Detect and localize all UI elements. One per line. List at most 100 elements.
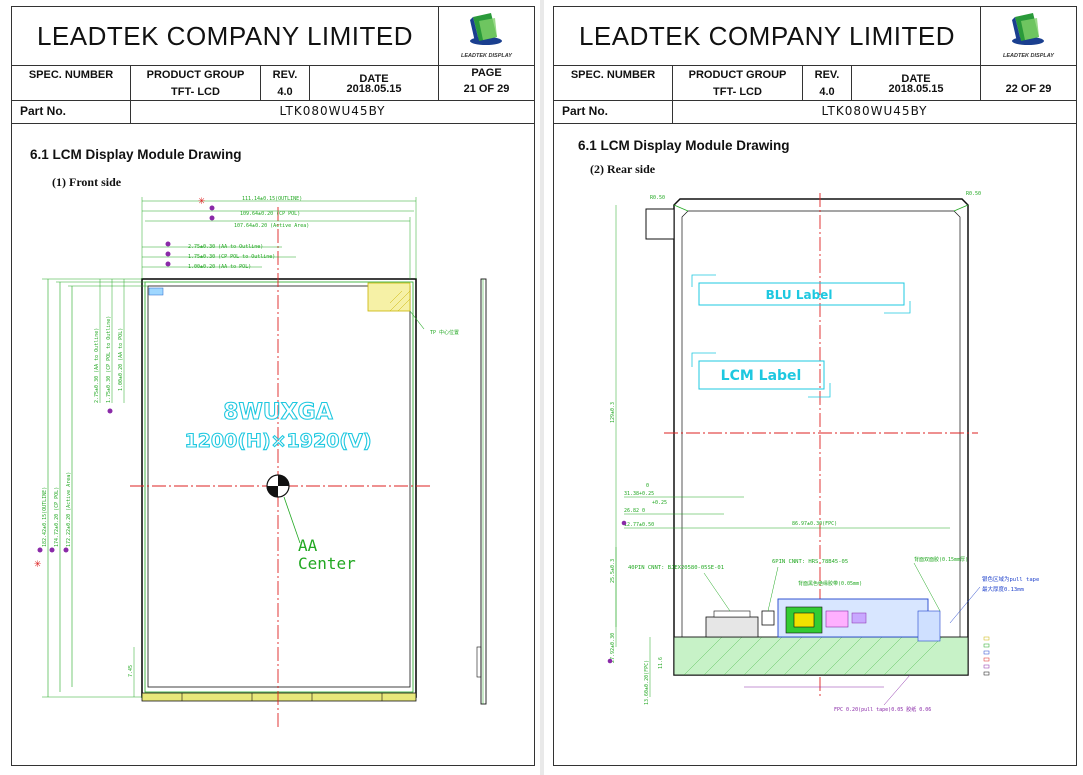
part-no-divider: [672, 101, 673, 123]
dim-v-aa-outline: 2.75±0.30 (AA to Outline): [94, 328, 100, 403]
rev-label: REV.: [814, 69, 840, 81]
page-cell: 22 OF 29: [981, 66, 1076, 100]
dim-cp-pol-height: 174.72±0.20 (CP POL): [54, 487, 60, 547]
dim-v-13-60: 13.60±0.20(FPC): [644, 660, 650, 705]
spec-page-22: LEADTEK COMPANY LIMITED LEADTEK DISPLAY …: [553, 6, 1077, 766]
lcm-label-box: [698, 360, 825, 390]
date-cell: DATE 2018.05.15: [310, 66, 439, 100]
dim-bottom: 7.45: [128, 665, 134, 677]
corner-block: [645, 208, 675, 240]
part-number-row: Part No. LTK080WU45BY: [554, 101, 1076, 124]
rev-cell: REV. 4.0: [261, 66, 310, 100]
dim-cp-pol-width: 109.64±0.20 (CP POL): [240, 211, 300, 217]
dim-12-77: 12.77±0.50: [624, 522, 654, 528]
note-max-thickness: 最大厚度0.13mm: [982, 585, 1025, 593]
dim-v-27-92: 27.92±0.30: [610, 633, 616, 663]
lcm-label-text: LCM Label: [721, 368, 802, 384]
cp-pol-outline: [144, 281, 414, 693]
dim-cp-outline: 1.75±0.30 (CP POL to Outline): [188, 254, 275, 260]
date-label: DATE: [901, 73, 931, 85]
dim-v-11-6: 11.6: [658, 657, 664, 669]
company-name: LEADTEK COMPANY LIMITED: [12, 7, 439, 66]
section-title: 6.1 LCM Display Module Drawing: [30, 147, 242, 162]
corner-radius-right: R0.50: [966, 191, 981, 197]
page-header: LEADTEK COMPANY LIMITED LEADTEK DISPLAY …: [12, 7, 534, 125]
logo-caption: LEADTEK DISPLAY: [1003, 53, 1054, 59]
leadtek-logo-icon: [1012, 13, 1044, 45]
dim-outline-height: 182.42±0.15(OUTLINE): [42, 487, 48, 547]
connector-6pin-label: 6PIN CNNT: HRS 78B45-05: [772, 559, 848, 565]
dim-active-width: 107.64±0.20 (Active Area): [234, 223, 309, 229]
spec-number-label: SPEC. NUMBER: [28, 69, 114, 81]
rev-label: REV.: [272, 69, 298, 81]
dim-v-main: 129±0.3: [610, 402, 616, 423]
product-group-cell: PRODUCT GROUP TFT- LCD: [673, 66, 803, 100]
spec-page-21: LEADTEK COMPANY LIMITED LEADTEK DISPLAY …: [11, 6, 535, 766]
dim-aa-outline: 2.75±0.30 (AA to Outline): [188, 244, 263, 250]
company-logo: LEADTEK DISPLAY: [981, 7, 1076, 66]
connector-6pin: [761, 610, 775, 626]
connector-40pin-label: 40PIN CNNT: BJEX20580-05SE-01: [628, 565, 724, 571]
fpc-area: [673, 636, 969, 676]
product-group-value: TFT- LCD: [713, 86, 762, 98]
part-number-row: Part No. LTK080WU45BY: [12, 101, 534, 124]
resolution-value: 1200(H)×1920(V): [184, 430, 371, 452]
part-no-value: LTK080WU45BY: [279, 104, 386, 118]
page-value: 21 OF 29: [463, 83, 510, 95]
note-fpc-bottom: FPC 0.20(pull tape)0.05 胶纸 0.06: [834, 706, 931, 713]
dim-active-height: 172.22±0.20 (Active Area): [66, 472, 72, 547]
blu-label-box: [698, 282, 905, 306]
note-double-tape: 背面双面胶(0.15mm厚): [914, 556, 968, 563]
spec-number-cell: SPEC. NUMBER: [554, 66, 673, 100]
page-value: 22 OF 29: [1005, 83, 1052, 95]
drawing-subtitle: (1) Front side: [52, 175, 122, 189]
date-value: 2018.05.15: [888, 83, 944, 95]
spec-number-label: SPEC. NUMBER: [570, 69, 656, 81]
page-label: PAGE: [471, 67, 502, 79]
note-pull-tape: 银色区域为pull tape: [982, 575, 1039, 583]
layer-legend: [983, 636, 990, 676]
part-no-label: Part No.: [20, 104, 67, 118]
page-header: LEADTEK COMPANY LIMITED LEADTEK DISPLAY …: [554, 7, 1076, 125]
company-logo: LEADTEK DISPLAY: [439, 7, 534, 66]
active-area-outline: [147, 285, 411, 688]
rev-cell: REV. 4.0: [803, 66, 852, 100]
corner-radius-left: R0.50: [650, 195, 665, 201]
dim-fpc-width: 86.97±0.30(FPC): [792, 521, 837, 527]
page-separator: [540, 0, 544, 775]
date-label: DATE: [359, 73, 389, 85]
corner-note: TP 中心位置: [430, 329, 459, 336]
spec-info-row: SPEC. NUMBER PRODUCT GROUP TFT- LCD REV.…: [12, 66, 534, 101]
product-group-value: TFT- LCD: [171, 86, 220, 98]
dim-v-cp-outline: 1.75±0.30 (CP POL to Outline): [106, 316, 112, 403]
part-no-value: LTK080WU45BY: [821, 104, 928, 118]
dim-plus: +0.25: [652, 500, 667, 506]
product-group-cell: PRODUCT GROUP TFT- LCD: [131, 66, 261, 100]
resolution-name: 8WUXGA: [223, 400, 332, 425]
section-title: 6.1 LCM Display Module Drawing: [578, 138, 790, 153]
front-side-drawing: TP 中心位置 8WUXGA 1200(H)×1920(V) AA Center: [34, 193, 487, 727]
dim-26-82: 26.82 0: [624, 508, 645, 514]
product-group-label: PRODUCT GROUP: [688, 69, 787, 81]
dim-aa-pol: 1.00±0.20 (AA to POL): [188, 264, 251, 270]
dim-31-38: 31.38+0.25: [624, 491, 654, 497]
aa-center-label-2: Center: [298, 554, 356, 573]
connector-40pin: [705, 616, 759, 638]
leadtek-logo-icon: [470, 13, 502, 45]
company-name: LEADTEK COMPANY LIMITED: [554, 7, 981, 66]
dim-outline-width: 111.14±0.15(OUTLINE): [242, 196, 302, 202]
spec-info-row: SPEC. NUMBER PRODUCT GROUP TFT- LCD REV.…: [554, 66, 1076, 101]
date-value: 2018.05.15: [346, 83, 402, 95]
dim-v-25-5: 25.5±0.3: [610, 559, 616, 583]
dim-zero: 0: [646, 483, 649, 489]
dim-v-aa-pol: 1.00±0.20 (AA to POL): [118, 328, 124, 391]
bottom-edge-strip: [141, 692, 417, 702]
part-no-divider: [130, 101, 131, 123]
rev-value: 4.0: [819, 86, 835, 98]
side-profile: [480, 278, 487, 705]
spec-number-cell: SPEC. NUMBER: [12, 66, 131, 100]
drawing-subtitle: (2) Rear side: [590, 162, 656, 176]
rev-value: 4.0: [277, 86, 293, 98]
svg-text:✳: ✳: [198, 193, 205, 207]
aa-center-label-1: AA: [298, 536, 318, 555]
